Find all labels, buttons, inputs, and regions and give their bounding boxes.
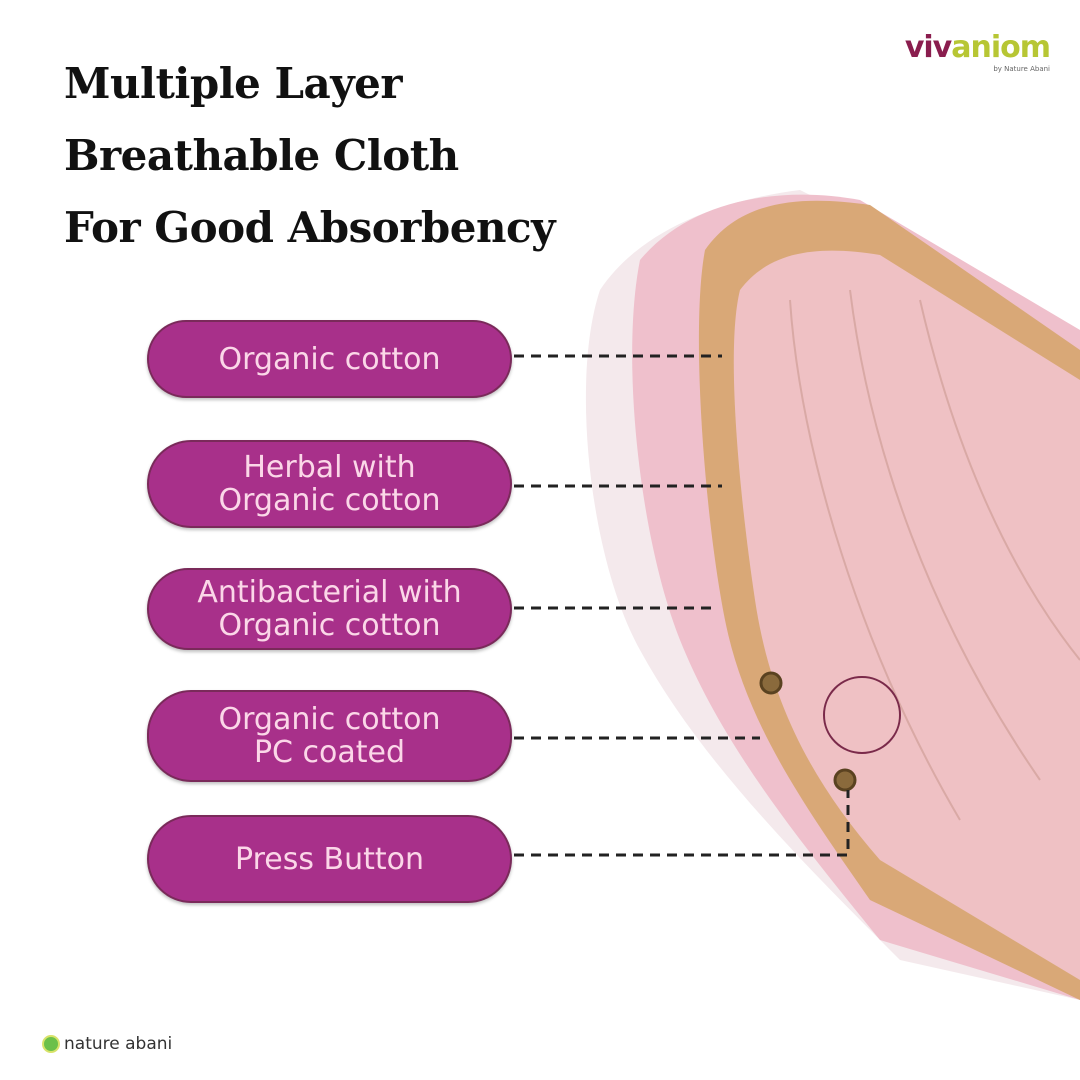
connector-lines (514, 354, 850, 857)
layer-label-text: Organic cotton (218, 341, 441, 377)
layer-label-text: Organic cotton (218, 483, 441, 518)
brand-logo: vivaniom by Nature Abani (904, 30, 1051, 73)
press-button-icon (759, 671, 783, 695)
brand-logo-part: aniom (951, 30, 1051, 65)
headline-line: Breathable Cloth (64, 131, 459, 180)
footer-logo-text: nature abani (64, 1034, 173, 1054)
layer-label-text: Press Button (235, 841, 424, 877)
headline: Multiple Layer Breathable Cloth For Good… (64, 48, 556, 264)
brand-tagline: by Nature Abani (993, 65, 1050, 73)
pad-inner-layer (733, 250, 1080, 980)
layer-label-pc-coated: Organic cotton PC coated (147, 690, 512, 782)
layer-label-text: Organic cotton (218, 608, 441, 643)
brand-stamp-icon (823, 676, 901, 754)
layer-label-organic-cotton: Organic cotton (147, 320, 512, 398)
layer-label-herbal: Herbal with Organic cotton (147, 440, 512, 528)
layer-label-text: Antibacterial with (197, 575, 462, 610)
headline-line: Multiple Layer (64, 59, 403, 108)
layer-label-text: Herbal with (243, 450, 416, 485)
layer-label-antibacterial: Antibacterial with Organic cotton (147, 568, 512, 650)
footer-logo: nature abani (42, 1034, 172, 1054)
brand-logo-part: viv (904, 30, 952, 65)
layer-label-press-button: Press Button (147, 815, 512, 903)
layer-label-text: PC coated (253, 735, 406, 770)
leaf-logo-icon (42, 1035, 60, 1053)
layer-label-text: Organic cotton (218, 702, 441, 737)
headline-line: For Good Absorbency (64, 203, 556, 252)
press-button-icon (833, 768, 857, 792)
